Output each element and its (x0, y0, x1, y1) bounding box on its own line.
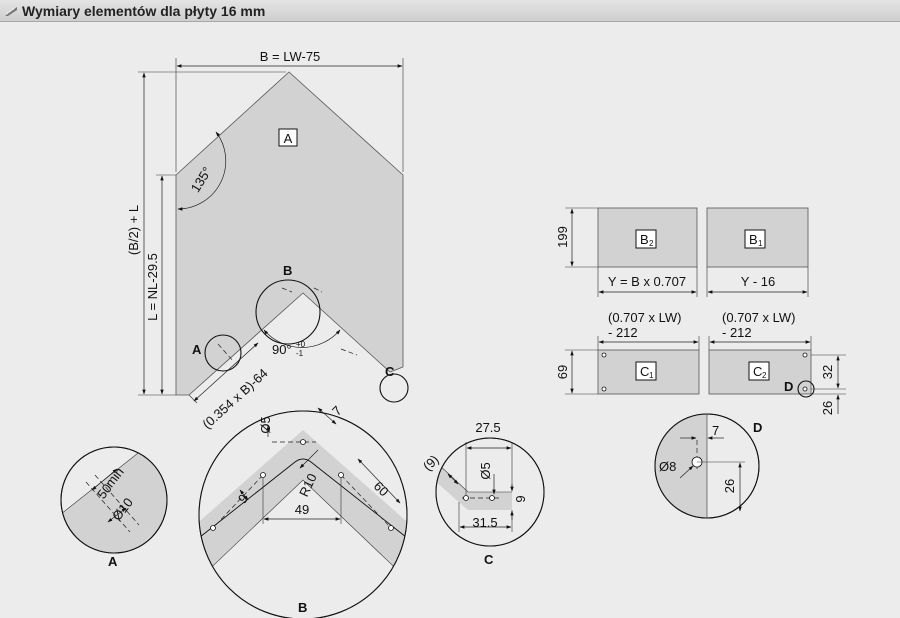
detail-c-label: C (484, 552, 494, 567)
angle-90-tol-plus: +0 (296, 340, 306, 349)
c1-width-label-1: (0.707 x LW) (608, 310, 681, 325)
height-dimensions (138, 71, 286, 396)
detail-c-9a: (9) (420, 452, 442, 474)
technical-drawing: A B = LW-75 (B/2) + L L = NL-29.5 135° 9… (60, 49, 846, 618)
panel-a-label: A (284, 131, 293, 146)
callout-d-label: D (784, 379, 793, 394)
detail-b-label: B (298, 600, 307, 615)
panel-a-shape (175, 71, 404, 396)
width-dimension (175, 58, 404, 172)
height-total-label: (B/2) + L (126, 205, 141, 255)
detail-d-26: 26 (722, 479, 737, 493)
panel-c1-sub: 1 (649, 371, 654, 380)
detail-c-315: 31.5 (472, 515, 497, 530)
callout-b-label: B (283, 263, 292, 278)
panel-b1-label: B (749, 232, 758, 247)
callout-a-ring (204, 334, 242, 372)
d-32-label: 32 (820, 365, 835, 379)
detail-d-label: D (753, 420, 762, 435)
detail-a (60, 446, 168, 554)
c-width-dimensions (597, 336, 812, 350)
d-26-label: 26 (820, 401, 835, 415)
b-height-label: 199 (555, 226, 570, 248)
panel-b2 (597, 207, 698, 268)
callout-c-label: C (385, 364, 395, 379)
angle-135-arc (177, 131, 227, 211)
panel-b2-label: B (640, 232, 649, 247)
detail-c-275: 27.5 (475, 420, 500, 435)
detail-a-label: A (108, 554, 118, 569)
detail-b-49: 49 (295, 502, 309, 517)
height-side-label: L = NL-29.5 (145, 253, 160, 321)
angle-90-tol-minus: -1 (296, 349, 304, 358)
detail-b (198, 407, 408, 618)
panel-b1-sub: 1 (758, 239, 763, 248)
c2-width-label-1: (0.707 x LW) (722, 310, 795, 325)
c-height-dimensions (565, 349, 846, 414)
panel-b1-label-box (744, 229, 766, 249)
c-height-label: 69 (555, 365, 570, 379)
detail-c-9: 9 (513, 495, 528, 502)
panel-a-label-box (278, 128, 298, 147)
callout-b-ring (255, 279, 321, 345)
detail-c-d5: Ø5 (478, 462, 493, 479)
panel-c2-label-box (748, 361, 770, 381)
panel-c1-label-box (635, 361, 657, 381)
c1-width-label-2: - 212 (608, 325, 638, 340)
c2-width-label-2: - 212 (722, 325, 752, 340)
width-top-label: B = LW-75 (260, 49, 321, 64)
panel-b2-sub: 2 (649, 239, 654, 248)
ruler-icon (5, 7, 17, 16)
panel-c2-sub: 2 (762, 371, 767, 380)
diagonal-dimension (188, 342, 259, 404)
panel-c1-label: C (640, 364, 649, 379)
c-panel-holes (601, 352, 808, 392)
panel-b2-label-box (635, 229, 657, 249)
b2-width-label: Y = B x 0.707 (608, 274, 686, 289)
angle-90-arc (263, 329, 341, 348)
detail-d-7: 7 (712, 423, 719, 438)
b-dimensions (565, 207, 809, 297)
callout-c-ring (379, 373, 409, 403)
detail-c (435, 437, 545, 547)
panel-c2-label: C (753, 364, 762, 379)
page-title: Wymiary elementów dla płyty 16 mm (22, 3, 266, 19)
b1-width-label: Y - 16 (741, 274, 775, 289)
angle-90-label: 90° (272, 342, 292, 357)
detail-d-d8: Ø8 (659, 459, 676, 474)
detail-b-d5: Ø5 (258, 416, 273, 433)
header-bar: Wymiary elementów dla płyty 16 mm (0, 0, 900, 22)
callout-a-label: A (192, 342, 202, 357)
